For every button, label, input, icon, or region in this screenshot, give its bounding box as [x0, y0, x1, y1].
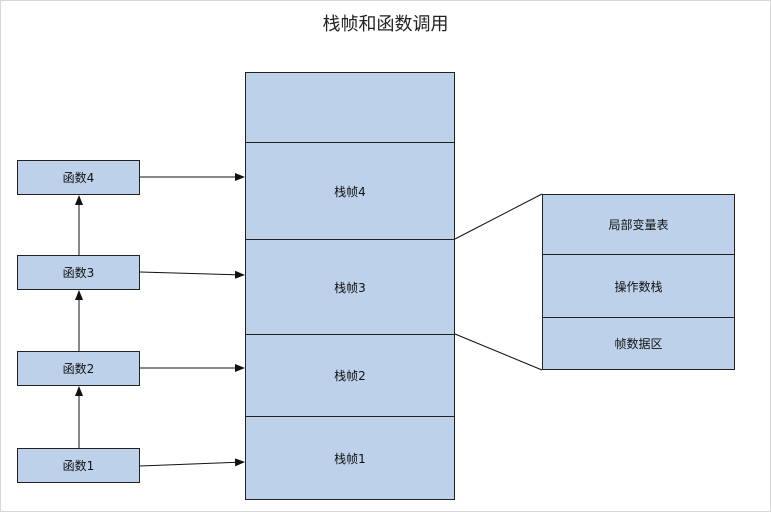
expand-line-top [454, 193, 543, 240]
stack-top-empty [245, 72, 455, 143]
arrow-function3-to-frame3 [139, 270, 245, 279]
stack-frame-2: 栈帧2 [245, 334, 455, 417]
expand-line-bottom [454, 333, 543, 371]
stack-frame-1: 栈帧1 [245, 416, 455, 500]
local-variable-table: 局部变量表 [542, 194, 735, 255]
function-1-box: 函数1 [17, 448, 140, 483]
frame-data-area: 帧数据区 [542, 317, 735, 370]
diagram-title: 栈帧和函数调用 [322, 14, 449, 35]
stack-frame-3: 栈帧3 [245, 239, 455, 335]
stack-frame-4: 栈帧4 [245, 142, 455, 240]
arrow-function1-to-frame1 [139, 458, 245, 467]
function-2-box: 函数2 [17, 351, 140, 386]
function-3-box: 函数3 [17, 255, 140, 290]
function-4-box: 函数4 [17, 160, 140, 195]
